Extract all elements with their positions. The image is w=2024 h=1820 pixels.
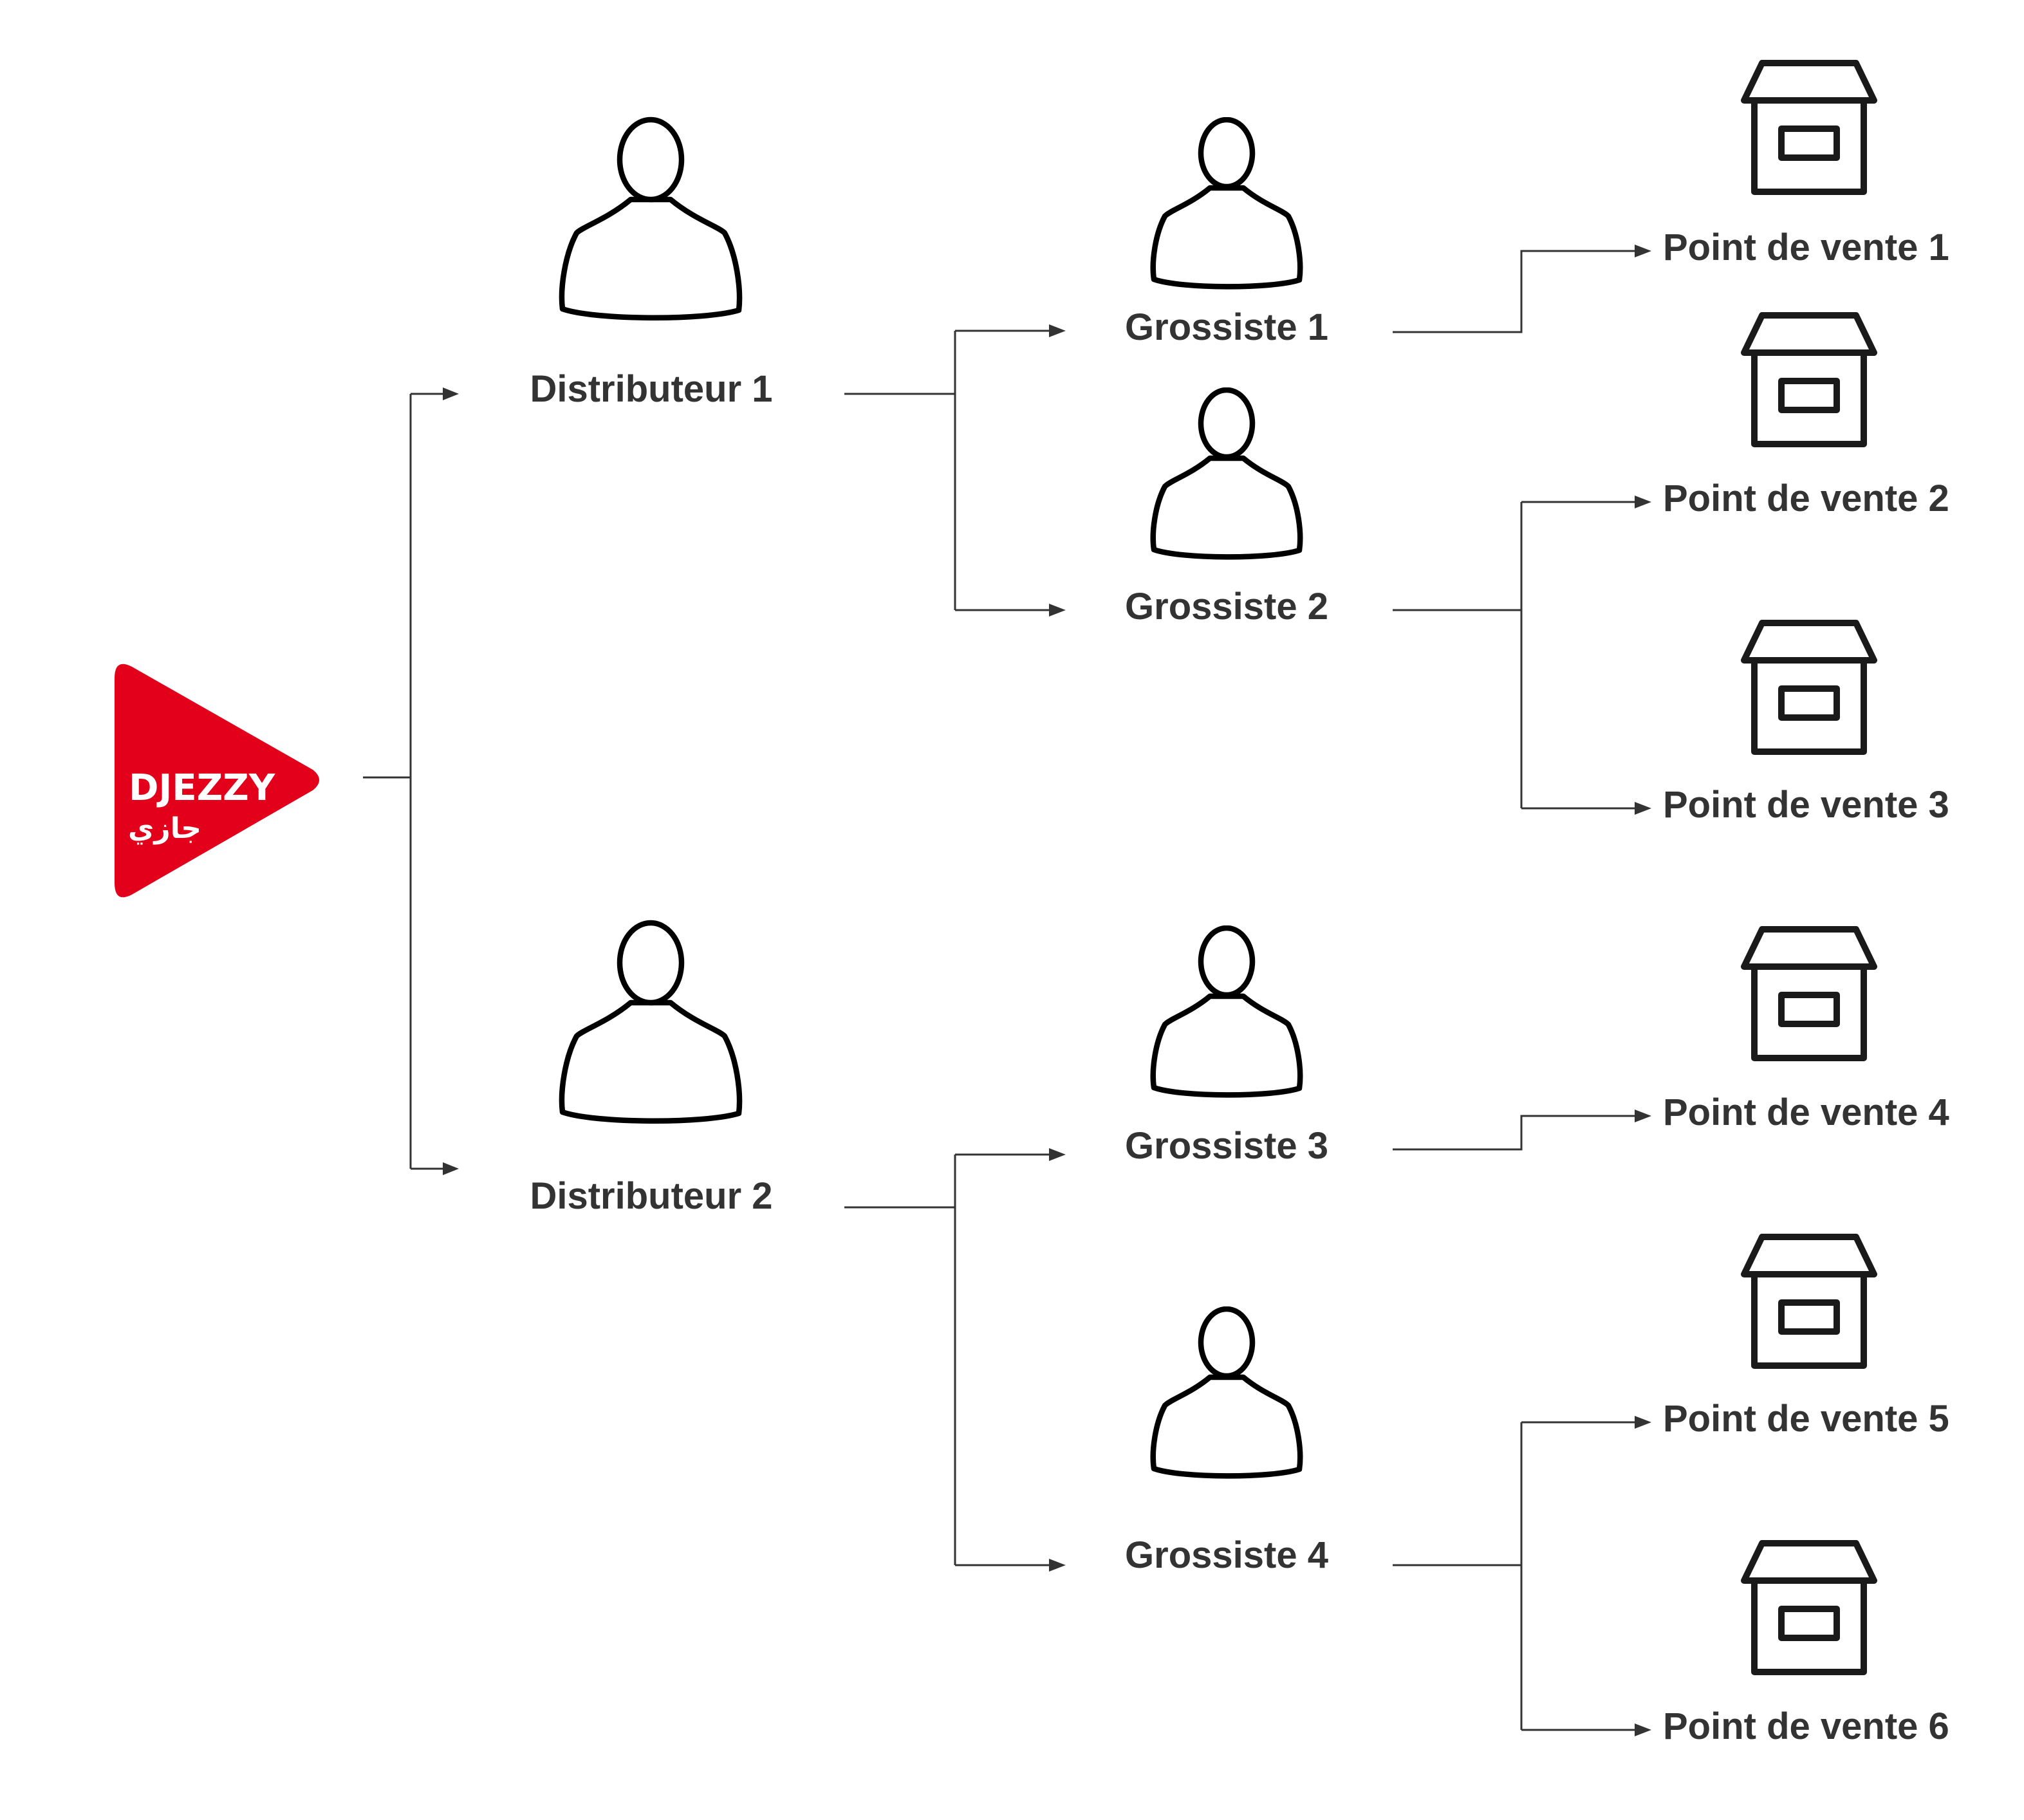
distributor-node-2: Distributeur 2 bbox=[530, 923, 773, 1217]
pos-node-3: Point de vente 3 bbox=[1663, 623, 1949, 826]
connector-wholesaler1-to-pos bbox=[1393, 245, 1651, 333]
person-icon bbox=[562, 120, 739, 318]
distributor-node-1: Distributeur 1 bbox=[530, 120, 773, 410]
wholesaler-node-1: Grossiste 1 bbox=[1125, 120, 1328, 348]
wholesaler-label: Grossiste 1 bbox=[1125, 306, 1328, 348]
connector-line bbox=[844, 1153, 1049, 1566]
connector-distributor2-to-wholesalers bbox=[844, 1148, 1066, 1572]
djezzy-play-triangle bbox=[115, 664, 319, 898]
pos-node-5: Point de vente 5 bbox=[1663, 1237, 1949, 1440]
pos-label: Point de vente 1 bbox=[1663, 227, 1949, 268]
pos-label: Point de vente 6 bbox=[1663, 1705, 1949, 1747]
djezzy-logo: DJEZZY جازي bbox=[115, 664, 319, 898]
pos-label: Point de vente 5 bbox=[1663, 1398, 1949, 1440]
person-icon bbox=[1153, 390, 1300, 557]
connector-line bbox=[1393, 1421, 1635, 1731]
distributor-label: Distributeur 2 bbox=[530, 1175, 772, 1217]
arrowhead bbox=[1049, 1559, 1066, 1572]
connector-line bbox=[363, 393, 445, 1170]
pos-node-4: Point de vente 4 bbox=[1663, 929, 1949, 1133]
distributor-label: Distributeur 1 bbox=[530, 368, 772, 410]
pos-label: Point de vente 3 bbox=[1663, 784, 1949, 826]
store-icon bbox=[1744, 1237, 1874, 1366]
arrowhead bbox=[1635, 1416, 1651, 1429]
arrowhead bbox=[1635, 1723, 1651, 1736]
pos-label: Point de vente 2 bbox=[1663, 478, 1949, 519]
arrowhead bbox=[1049, 1148, 1066, 1161]
arrowhead bbox=[1049, 324, 1066, 337]
arrowhead bbox=[1635, 245, 1651, 257]
person-icon bbox=[562, 923, 739, 1121]
store-icon bbox=[1744, 63, 1874, 192]
connector-distributor1-to-wholesalers bbox=[844, 324, 1066, 617]
connector-logo-to-distributors bbox=[363, 387, 459, 1175]
store-icon bbox=[1744, 623, 1874, 752]
wholesaler-node-4: Grossiste 4 bbox=[1125, 1309, 1328, 1576]
connector-line bbox=[1393, 501, 1635, 810]
pos-node-1: Point de vente 1 bbox=[1663, 63, 1949, 268]
store-icon bbox=[1744, 1543, 1874, 1672]
arrowhead bbox=[443, 1162, 459, 1175]
wholesaler-node-2: Grossiste 2 bbox=[1125, 390, 1328, 627]
connector-line bbox=[844, 330, 1049, 611]
connector-wholesaler3-to-pos bbox=[1393, 1110, 1651, 1151]
arrowhead bbox=[1049, 604, 1066, 617]
arrowhead bbox=[1635, 496, 1651, 508]
arrowhead bbox=[1635, 802, 1651, 815]
pos-node-2: Point de vente 2 bbox=[1663, 315, 1949, 519]
person-icon bbox=[1153, 928, 1300, 1095]
logo-arabic-text: جازي bbox=[128, 812, 201, 845]
connector-line bbox=[1393, 1115, 1635, 1151]
wholesaler-label: Grossiste 4 bbox=[1125, 1534, 1328, 1576]
arrowhead bbox=[1635, 1110, 1651, 1122]
wholesaler-label: Grossiste 2 bbox=[1125, 586, 1328, 627]
connector-line bbox=[1393, 250, 1635, 333]
pos-label: Point de vente 4 bbox=[1663, 1091, 1949, 1133]
wholesaler-node-3: Grossiste 3 bbox=[1125, 928, 1328, 1167]
store-icon bbox=[1744, 315, 1874, 444]
pos-node-6: Point de vente 6 bbox=[1663, 1543, 1949, 1747]
connector-wholesaler4-to-pos bbox=[1393, 1416, 1651, 1736]
arrowhead bbox=[443, 387, 459, 400]
wholesaler-label: Grossiste 3 bbox=[1125, 1125, 1328, 1167]
connector-wholesaler2-to-pos bbox=[1393, 496, 1651, 815]
person-icon bbox=[1153, 1309, 1300, 1476]
logo-latin-text: DJEZZY bbox=[129, 767, 276, 809]
person-icon bbox=[1153, 120, 1300, 286]
store-icon bbox=[1744, 929, 1874, 1058]
